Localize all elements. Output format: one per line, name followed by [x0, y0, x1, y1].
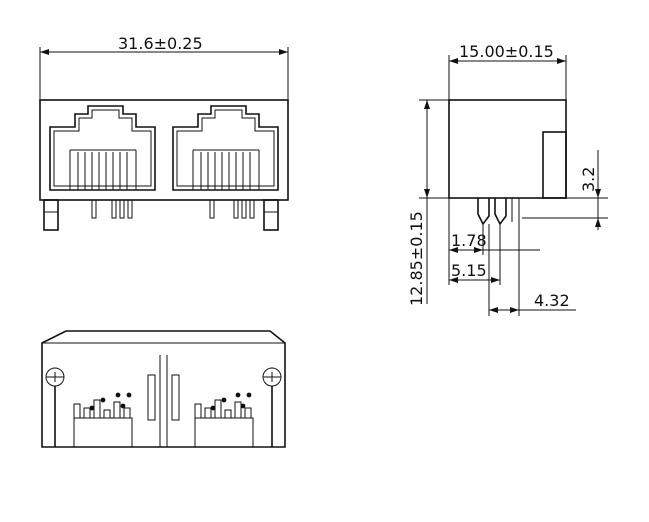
port-right-contacts	[200, 152, 251, 190]
tab-height-dimension: 3.2	[579, 167, 598, 192]
pin-spacing-dimension: 4.32	[534, 291, 570, 310]
pin-offset-a-dimension: 1.78	[451, 231, 487, 250]
latch-left	[45, 367, 65, 447]
port-right	[172, 105, 279, 191]
side-pins	[477, 198, 520, 226]
front-pins	[43, 199, 279, 231]
bottom-left-pins	[73, 392, 133, 448]
side-height-dimension: 12.85±0.15	[407, 211, 426, 306]
side-view: 15.00±0.15 12.85±0.15 3.2 1.78	[407, 42, 608, 316]
front-view: 31.6±0.25	[39, 34, 289, 231]
port-left-contacts	[77, 152, 128, 190]
latch-right	[262, 367, 282, 447]
bottom-right-pins	[194, 392, 254, 448]
port-left	[49, 105, 156, 191]
pin-offset-b-dimension: 5.15	[451, 261, 487, 280]
side-depth-dimension: 15.00±0.15	[459, 42, 554, 61]
bottom-view	[41, 330, 286, 448]
front-width-dimension: 31.6±0.25	[118, 34, 203, 53]
